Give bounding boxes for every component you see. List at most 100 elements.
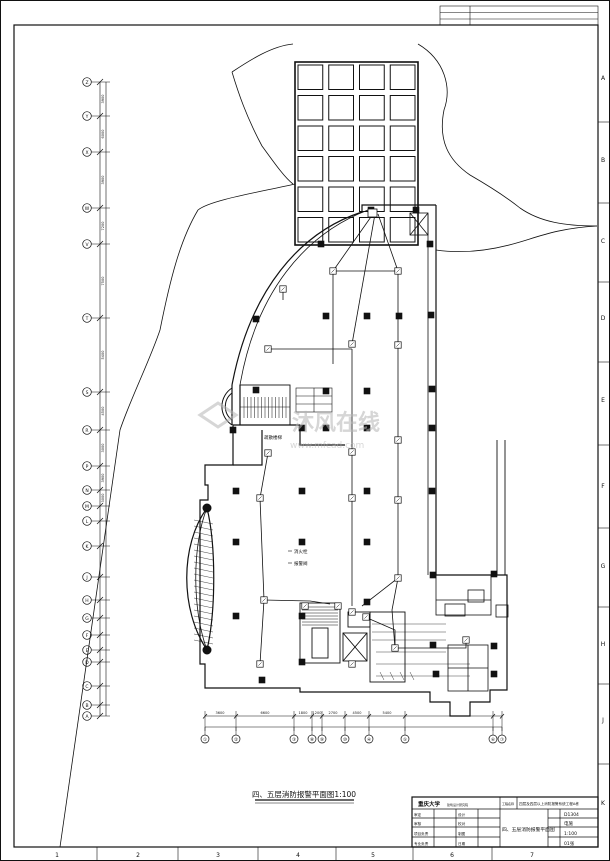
title-block [411,796,599,848]
column-dimension-label: 1200 [313,711,322,715]
structural-column [298,612,306,620]
grid-column-marker [400,734,410,744]
skylight-pane [297,217,324,243]
project-name: 四层及四层以上消防报警系统工程A栋 [519,801,579,806]
company-name: 重庆大学 [418,800,441,808]
watermark: 沐风在线 www.mfcad.com [197,401,380,451]
grid-row-label: L [86,519,89,525]
structural-column [298,424,306,432]
structural-column [252,386,260,394]
row-dimension-chain [99,82,107,716]
title-block-role: 设计 [458,812,466,817]
title-block-role: 项目负责 [414,831,429,836]
grid-column-marker [289,734,299,744]
grid-column-marker [317,734,327,744]
border-number: 7 [530,852,534,859]
column-dimension-label: 6600 [261,711,270,715]
grid-row-label: X [85,150,88,156]
skylight-pane [297,64,324,90]
grid-row-label: C [85,684,88,690]
column-dimension-label: 5400 [383,711,392,715]
alarm-junction-box [367,208,378,218]
grid-row-label: P [86,464,89,470]
skylight-pane [328,186,354,212]
upper-shaft [409,212,429,236]
grid-column-label: ① [203,737,207,743]
grid-column-marker [231,734,241,744]
skylight-pane [328,95,354,121]
structural-column [429,641,437,649]
grid-row-marker [82,572,92,582]
grid-row-marker [82,239,92,249]
curved-glass-bay [186,503,215,655]
legend-note-1: 消火栓 [294,548,308,555]
grid-row-marker [82,630,92,640]
grid-row-marker [82,461,92,471]
structural-column [252,315,260,323]
column-dimension-label: 4500 [353,711,362,715]
structural-column [427,311,435,319]
structural-column [490,642,498,650]
structural-column [232,612,240,620]
column-dimension-label: 3600 [216,711,225,715]
structural-column [363,312,371,320]
alarm-panel-upper [295,387,333,413]
skylight-pane [389,64,416,90]
grid-row-label: R [85,428,88,434]
drawing-number: D1304 [564,812,579,818]
grid-row-label: K [86,544,90,550]
skylight-pane [389,156,416,182]
skylight-pane [297,95,324,121]
structural-column [432,670,440,678]
service-rooms [435,574,509,692]
skylight-pane [359,125,385,151]
grid-row-marker [82,111,92,121]
grid-row-label: V [85,242,89,248]
grid-column-marker [200,734,210,744]
border-number: 6 [450,852,454,859]
border-number: 3 [216,852,220,859]
structural-column [298,538,306,546]
grid-column-label: ⑩ [343,737,347,743]
company-sub: 建筑设计研究院 [447,802,468,807]
skylight-pane [328,156,354,182]
project-name-short: 工程名称 [502,801,514,806]
grid-column-marker [497,734,507,744]
grid-column-label: ⑨ [320,737,324,743]
row-dimension-label: 5400 [101,351,105,360]
scale: 1:100 [564,831,577,837]
structural-column [428,487,436,495]
grid-row-marker [82,77,92,87]
structural-column [298,487,306,495]
structural-column [490,670,498,678]
structural-column [317,240,325,248]
structural-column [363,387,371,395]
structural-column [258,676,266,684]
skylight-pane [359,217,385,243]
grid-row-label: G [85,616,89,622]
skylight-pane [389,95,416,121]
title-block-role: 专业负责 [414,841,429,846]
grid-column-label: ② [234,737,238,743]
grid-row-label: A [85,714,89,720]
grid-row-marker [82,425,92,435]
sheet-title: 四、五层消防报警平面图 [502,826,555,833]
grid-row-marker [82,147,92,157]
grid-column-marker [488,734,498,744]
legend-note-2: 报警阀 [294,560,308,567]
border-letter: F [601,483,605,490]
structural-column [363,487,371,495]
skylight-pane [389,125,416,151]
upper-stair [239,384,291,426]
structural-column [229,426,237,434]
grid-row-marker [82,485,92,495]
skylight-grid [294,61,419,246]
border-letter: J [601,717,604,724]
border-letter: B [601,157,605,164]
grid-row-label: M [85,504,89,510]
